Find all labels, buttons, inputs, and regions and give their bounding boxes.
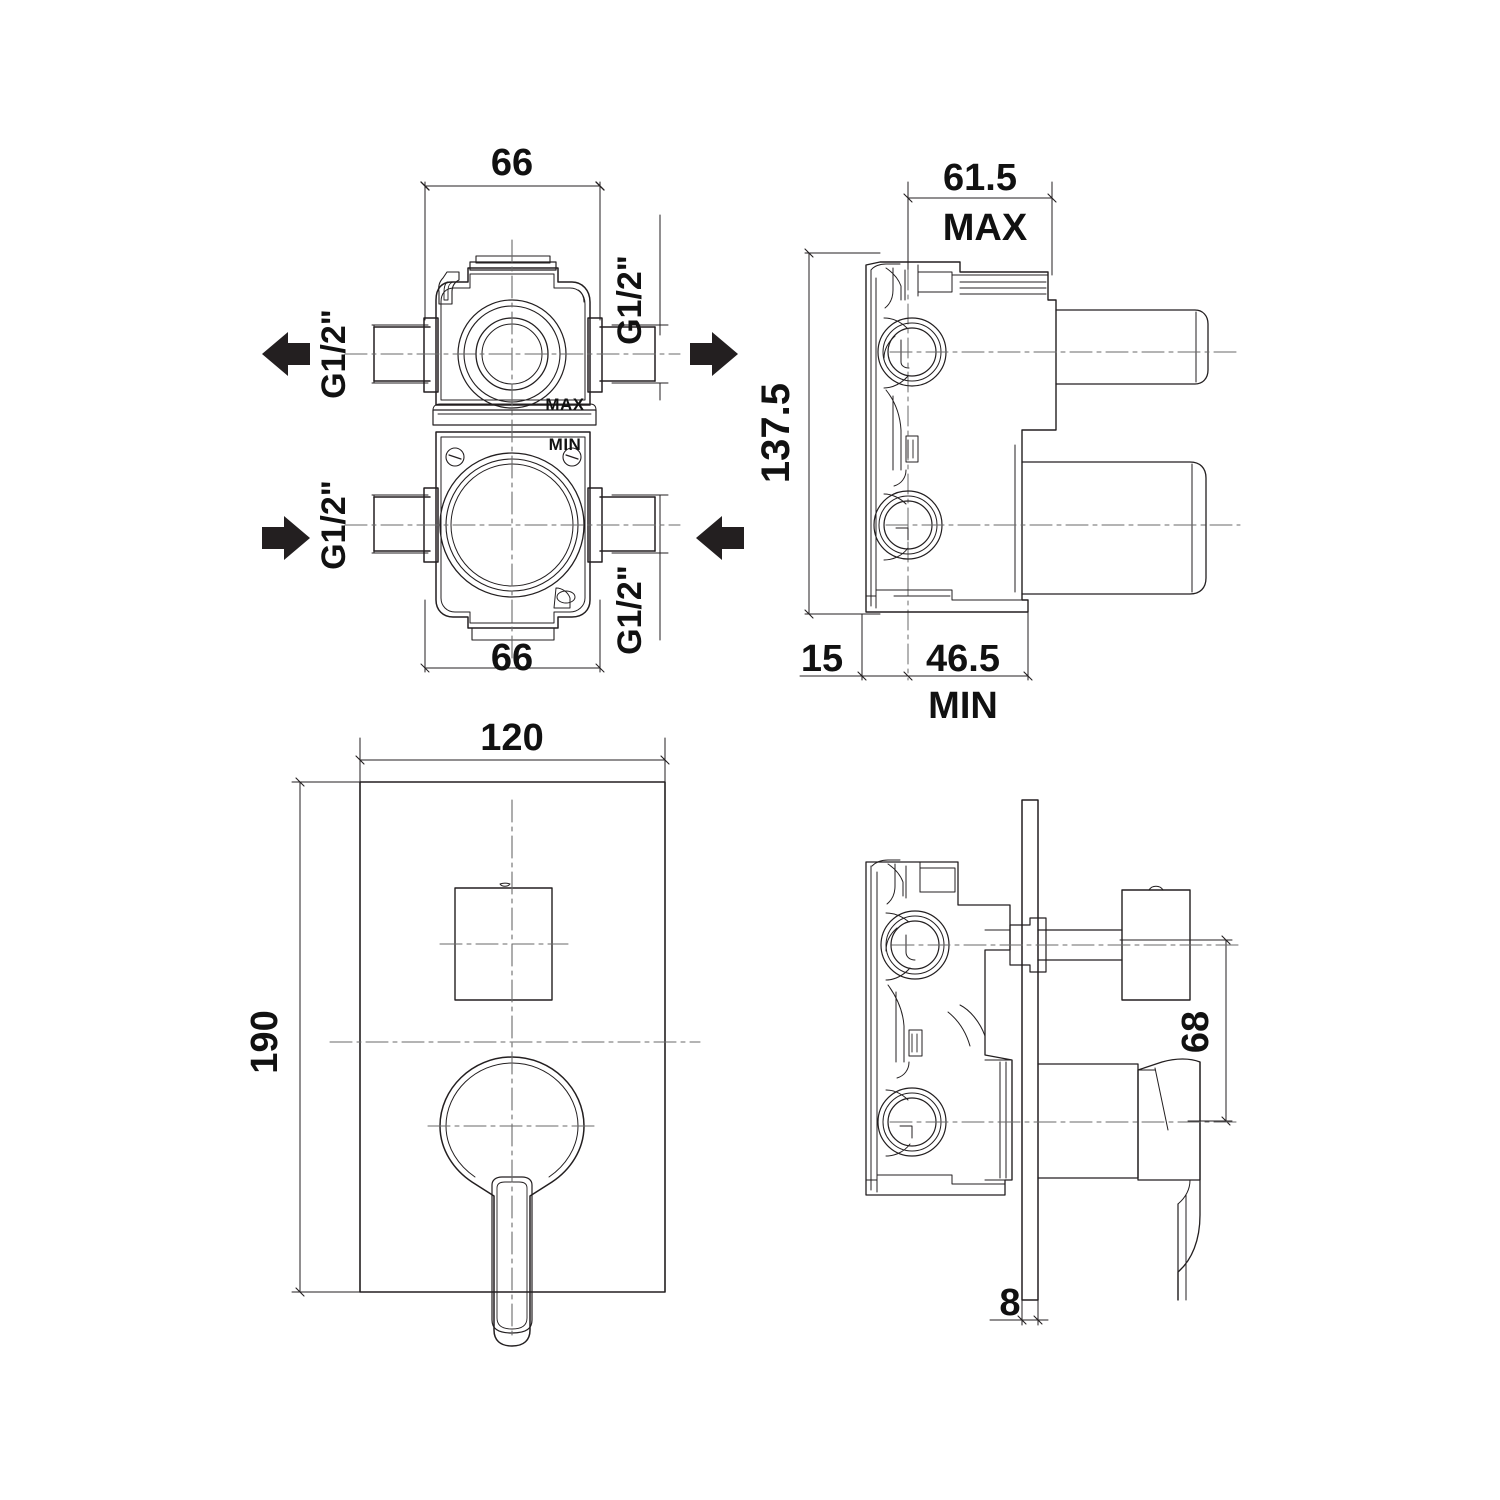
body-mark-max: MAX bbox=[545, 395, 584, 414]
dim-label-thread-right-upper: G1/2" bbox=[611, 255, 649, 345]
dim-label-faceplate-height: 190 bbox=[244, 1010, 286, 1073]
dim-label-thread-left-upper: G1/2" bbox=[315, 309, 353, 399]
view-top-left-valve-front bbox=[262, 181, 744, 673]
dim-label-thread-left-lower: G1/2" bbox=[315, 480, 353, 570]
centerline bbox=[889, 944, 1241, 1123]
centerline bbox=[885, 351, 1241, 526]
dim-label-height: 137.5 bbox=[754, 383, 798, 483]
view-bottom-right-assembly-side bbox=[865, 799, 1241, 1326]
dim-label-wall-offset: 15 bbox=[801, 638, 843, 680]
dim-label-depth-max: 61.5 bbox=[943, 157, 1017, 199]
dim-label-faceplate-width: 120 bbox=[480, 717, 543, 759]
body-mark-min: MIN bbox=[549, 435, 582, 454]
centerline bbox=[344, 239, 681, 661]
dim-label-depth-min-note: MIN bbox=[928, 685, 998, 727]
centerline bbox=[329, 799, 701, 1341]
dim-label-depth-min: 46.5 bbox=[926, 638, 1000, 680]
dim-label-depth-max-note: MAX bbox=[943, 207, 1028, 249]
view-top-right-valve-side bbox=[799, 181, 1241, 681]
dim-label-plate-thickness: 8 bbox=[999, 1282, 1020, 1324]
dim-label-handle-spacing: 68 bbox=[1175, 1011, 1217, 1053]
dim-label-width-top: 66 bbox=[491, 142, 533, 184]
dim-label-thread-right-lower: G1/2" bbox=[611, 565, 649, 655]
dim-label-width-bottom: 66 bbox=[491, 637, 533, 679]
view-bottom-left-faceplate-front bbox=[291, 737, 701, 1347]
